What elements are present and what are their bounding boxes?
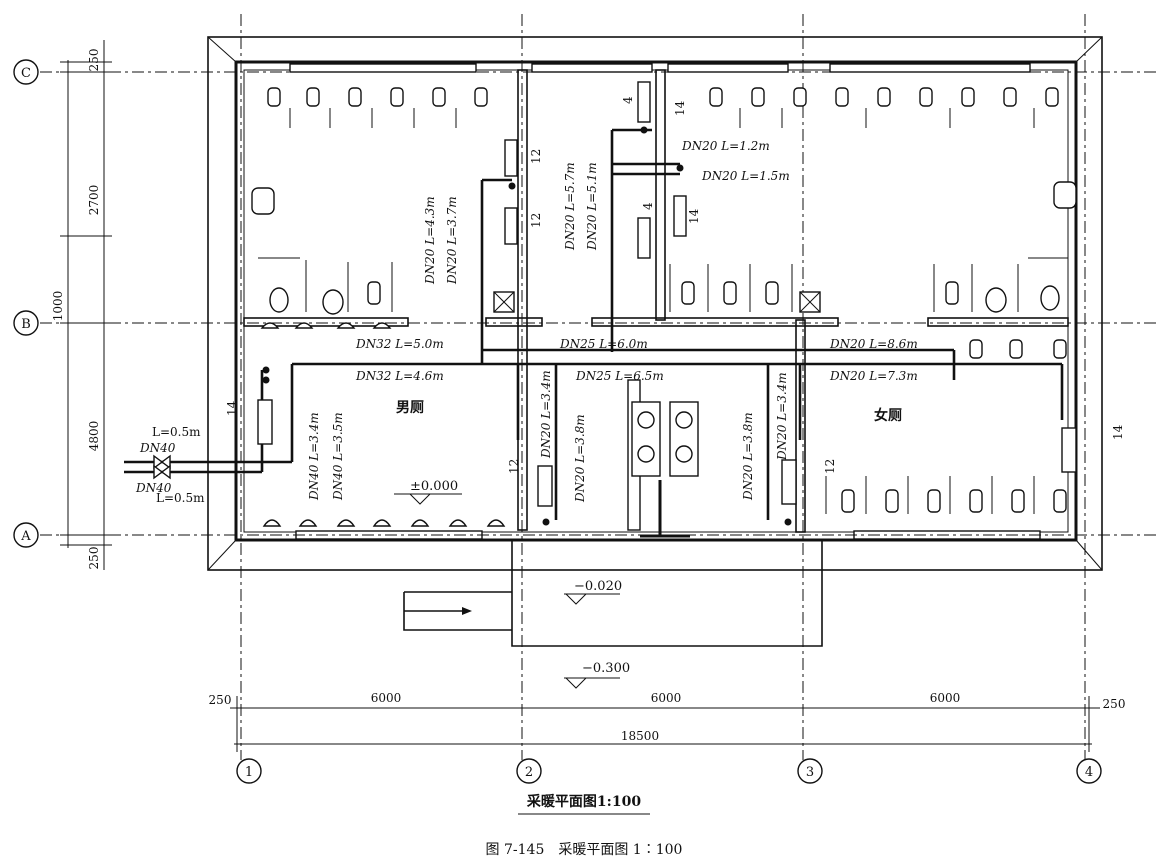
toilets-women-bottom: [825, 339, 1067, 514]
radiator-9: [1061, 427, 1077, 473]
sections-12-a: 12: [529, 149, 543, 164]
stall-dividers-middle: [258, 257, 1068, 312]
radiator-2: [504, 207, 518, 245]
inlet-bottom-label: DN40: [135, 481, 172, 495]
drawing-title: 采暖平面图1:100: [526, 793, 641, 810]
sections-12-d: 12: [823, 459, 837, 474]
radiators: [257, 81, 1077, 507]
toilets-upper: [251, 181, 1077, 315]
dim-bay-1: 6000: [371, 691, 402, 705]
pipe-dn20-1-5: DN20 L=1.5m: [701, 169, 790, 183]
room-women: 女厕: [874, 407, 902, 424]
stall-dividers-top: [289, 108, 1035, 128]
room-men: 男厕: [396, 400, 424, 416]
radiator-1: [504, 139, 518, 177]
sections-4-b: 4: [641, 202, 655, 210]
wall-partition-women: [927, 317, 1069, 327]
pipe-v-dn20-3-7: DN20 L=3.7m: [445, 196, 459, 285]
axis-b: B: [21, 317, 31, 332]
radiator-7: [537, 465, 553, 507]
elevation-markers: ±0.000 −0.020 −0.300: [394, 479, 630, 689]
sections-14-d: 14: [1111, 424, 1125, 440]
pipe-v-dn40-3-4: DN40 L=3.4m: [307, 412, 321, 501]
sections-4-a: 4: [621, 96, 635, 104]
dim-2700: 2700: [87, 185, 101, 216]
wall-partition-men: [243, 317, 409, 327]
dim-bay-2: 6000: [651, 691, 682, 705]
figure-caption: 图 7-145 采暖平面图 1∶100: [486, 842, 683, 858]
radiator-section-labels: 12 12 4 14 4 14 14 12 12 14: [225, 96, 1125, 474]
pipe-v-dn20-4-3: DN20 L=4.3m: [423, 196, 437, 285]
valve-top-icon: [153, 454, 171, 470]
pipe-dn25-6-5: DN25 L=6.5m: [575, 369, 664, 383]
sections-12-c: 12: [507, 459, 521, 474]
axis-bubbles: C B A 1 2 3 4: [13, 59, 1102, 784]
radiator-4: [637, 217, 651, 259]
pipe-labels-vertical: DN20 L=4.3m DN20 L=3.7m DN20 L=5.7m DN20…: [307, 162, 789, 503]
pipe-dn32-5-0: DN32 L=5.0m: [355, 337, 444, 351]
valve-bottom-icon: [153, 464, 171, 480]
inlet-bottom-len: L=0.5m: [156, 491, 205, 505]
pipe-dn32-4-6: DN32 L=4.6m: [355, 369, 444, 383]
building-outline: [207, 36, 1103, 647]
urinals-top-left: [267, 87, 488, 107]
basins-men-bottom: [262, 519, 506, 527]
sections-14-a: 14: [673, 100, 687, 116]
radiator-3: [637, 81, 651, 123]
pipe-dn20-1-2: DN20 L=1.2m: [681, 139, 770, 153]
inlet-valves: L=0.5m DN40 DN40 L=0.5m: [135, 425, 205, 505]
pipe-v-dn20-3-8-b: DN20 L=3.8m: [741, 412, 755, 501]
pipe-labels-horizontal: DN32 L=5.0m DN32 L=4.6m DN25 L=6.0m DN25…: [355, 139, 918, 383]
dim-right-edge: 250: [1103, 697, 1126, 711]
axis-4: 4: [1085, 765, 1093, 780]
pipe-dn25-6-0: DN25 L=6.0m: [559, 337, 648, 351]
urinals-center: [631, 401, 699, 477]
elevation-floor: ±0.000: [410, 479, 458, 494]
outer-wall: [234, 60, 1078, 542]
dims-bottom: 250 6000 6000 6000 250 18500: [209, 691, 1126, 752]
axis-a: A: [20, 529, 31, 544]
pipe-v-dn40-3-5: DN40 L=3.5m: [331, 412, 345, 501]
elevation-outside: −0.300: [582, 661, 630, 676]
axis-2: 2: [525, 765, 533, 780]
axis-c: C: [21, 66, 31, 81]
dims-left: 250 2700 1000 4800 250: [51, 40, 112, 570]
dim-4800: 4800: [87, 421, 101, 452]
dim-total: 18500: [621, 729, 659, 743]
pipe-dn20-8-6: DN20 L=8.6m: [829, 337, 918, 351]
dim-1000: 1000: [51, 291, 65, 322]
dim-bay-3: 6000: [930, 691, 961, 705]
dim-bottom-250: 250: [87, 547, 101, 570]
wall-middle: [655, 69, 666, 321]
radiator-8: [781, 459, 797, 505]
pipe-v-dn20-3-8-a: DN20 L=3.8m: [573, 414, 587, 503]
pipe-dn20-7-3: DN20 L=7.3m: [829, 369, 918, 383]
pipe-v-dn20-5-7: DN20 L=5.7m: [563, 162, 577, 251]
pipe-v-dn20-3-4-a: DN20 L=3.4m: [539, 370, 553, 459]
sections-12-b: 12: [529, 213, 543, 228]
dim-top-250: 250: [87, 49, 101, 72]
grid-lines: [40, 14, 1160, 760]
radiator-5: [673, 195, 687, 237]
sections-14-b: 14: [687, 208, 701, 224]
dim-left-edge: 250: [209, 693, 232, 707]
pipe-v-dn20-5-1: DN20 L=5.1m: [585, 162, 599, 251]
radiator-6: [257, 399, 273, 445]
sections-14-c: 14: [225, 400, 239, 416]
inlet-top-label: DN40: [139, 441, 176, 455]
heating-pipes: [124, 126, 1064, 526]
pipe-v-dn20-3-4-b: DN20 L=3.4m: [775, 372, 789, 461]
axis-1: 1: [245, 765, 253, 780]
elevation-step: −0.020: [574, 579, 622, 594]
urinals-top-right: [709, 87, 1059, 107]
inlet-top-len: L=0.5m: [152, 425, 201, 439]
axis-3: 3: [806, 765, 814, 780]
basins-men-top: [260, 322, 392, 329]
roof-edge: [207, 36, 1103, 571]
wall-axis-3: [795, 319, 806, 533]
